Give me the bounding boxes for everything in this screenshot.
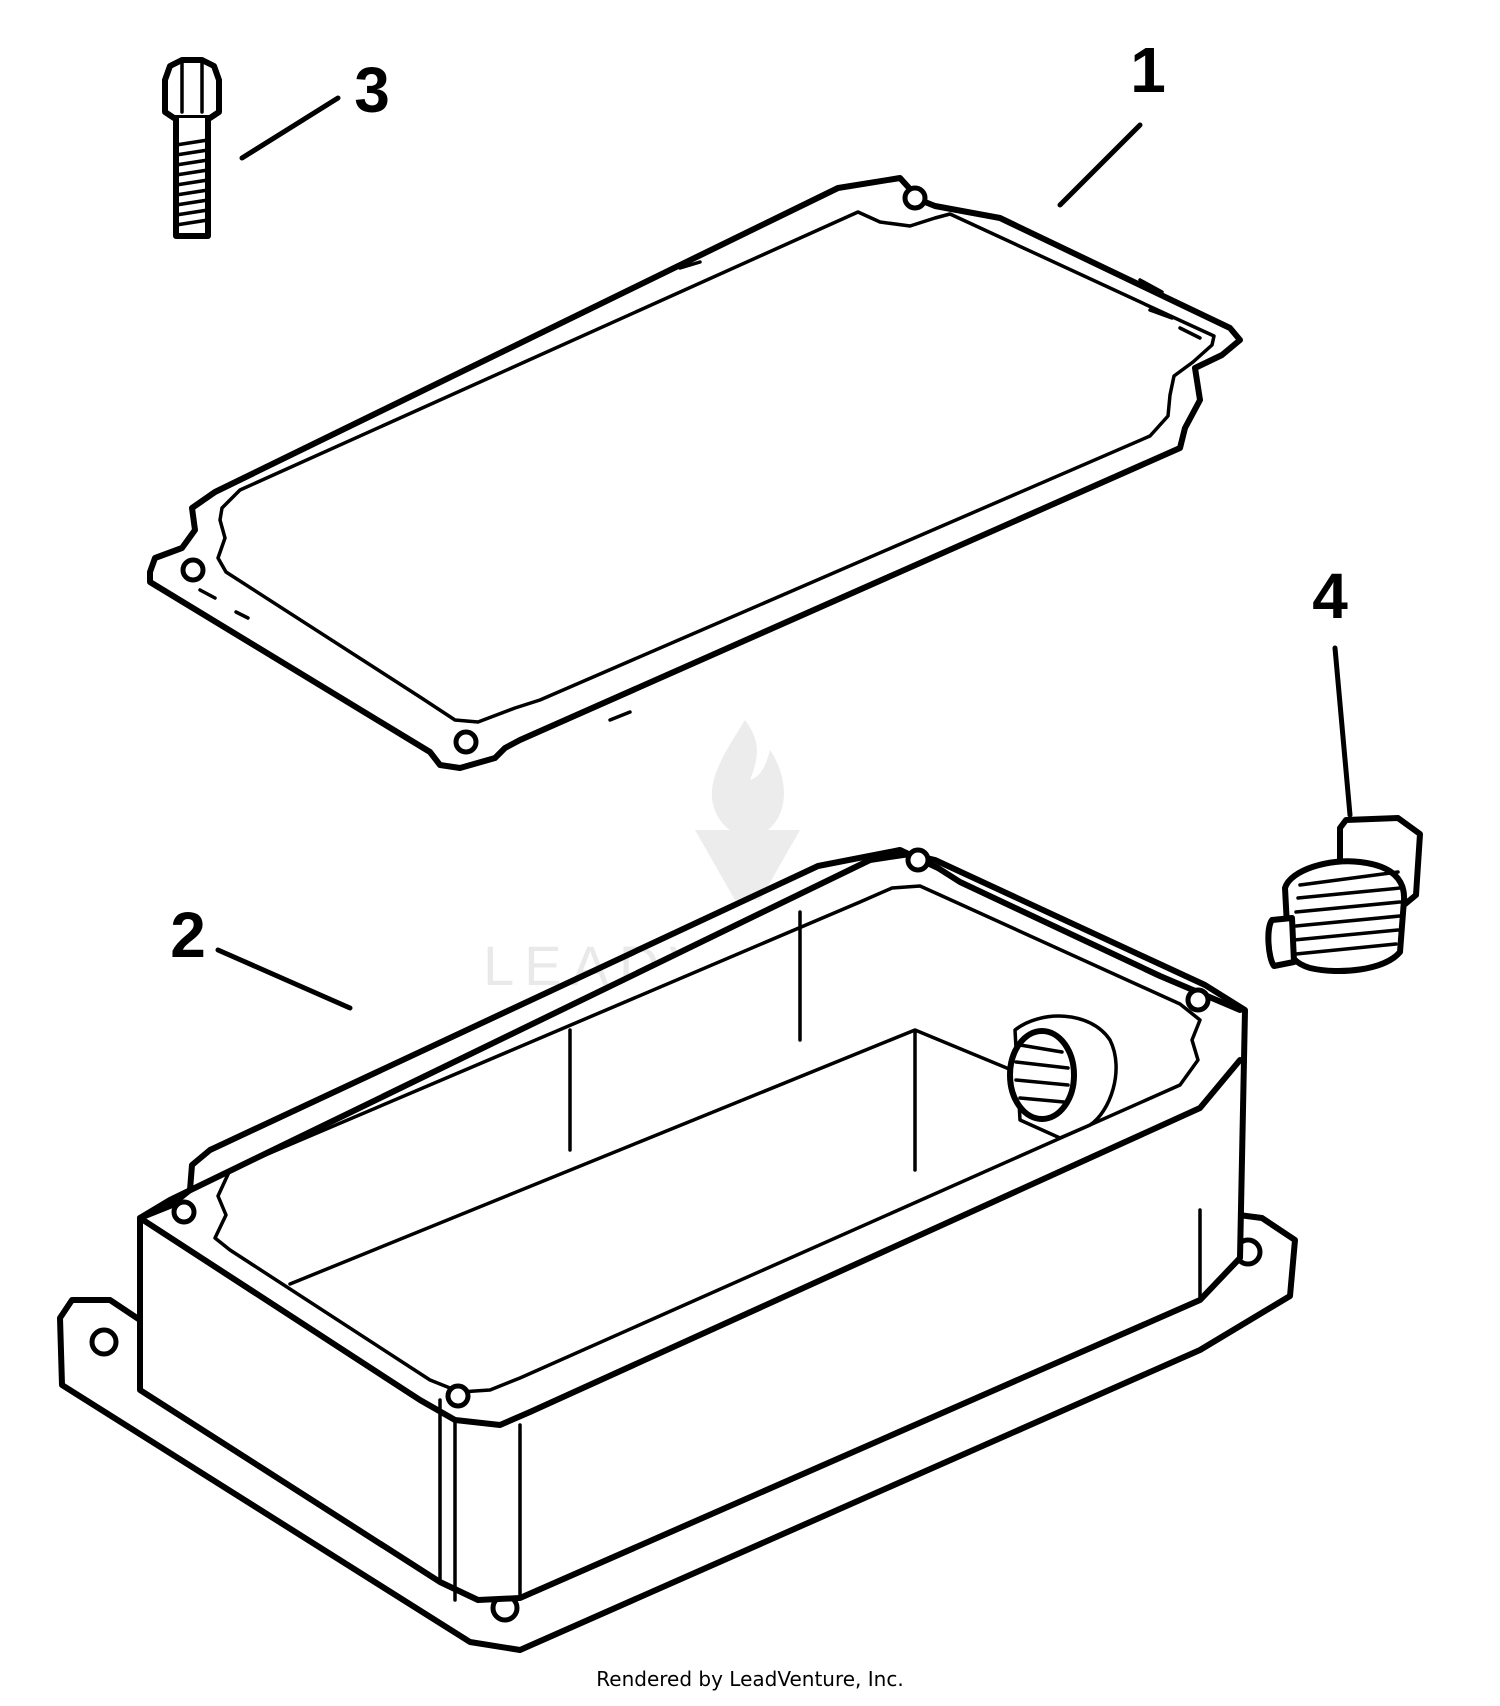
callout-1: 1: [1130, 34, 1166, 106]
leader-line-1: [1057, 122, 1143, 208]
housing: [57, 847, 1298, 1653]
gasket: [147, 175, 1243, 771]
callout-2: 2: [170, 899, 206, 971]
footer-credit: Rendered by LeadVenture, Inc.: [596, 1667, 903, 1691]
leader-line-2: [215, 947, 353, 1011]
pipe-plug: [1265, 815, 1423, 975]
callout-4: 4: [1312, 560, 1348, 632]
cap-screw: [162, 57, 222, 239]
leader-line-4: [1332, 645, 1353, 818]
leadventure-logo-icon: [695, 720, 800, 900]
callout-3: 3: [354, 54, 390, 126]
leader-line-3: [239, 95, 341, 161]
